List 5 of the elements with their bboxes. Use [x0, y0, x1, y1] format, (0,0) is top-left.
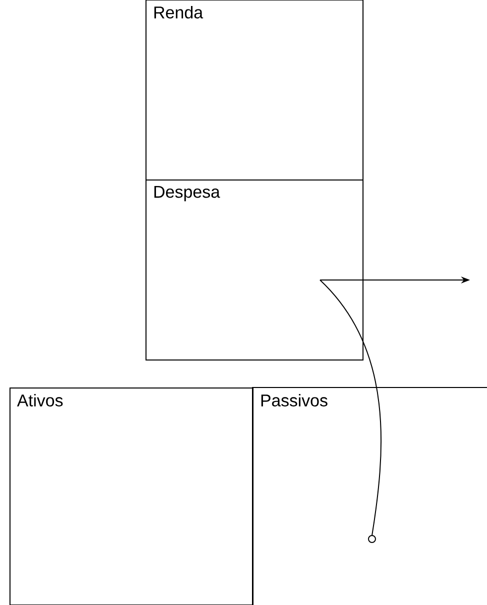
curved-connector [320, 280, 382, 543]
box: Passivos [252, 387, 487, 605]
box: Ativos [10, 388, 254, 605]
box: Despesa [146, 180, 364, 360]
box: Renda [146, 0, 364, 180]
